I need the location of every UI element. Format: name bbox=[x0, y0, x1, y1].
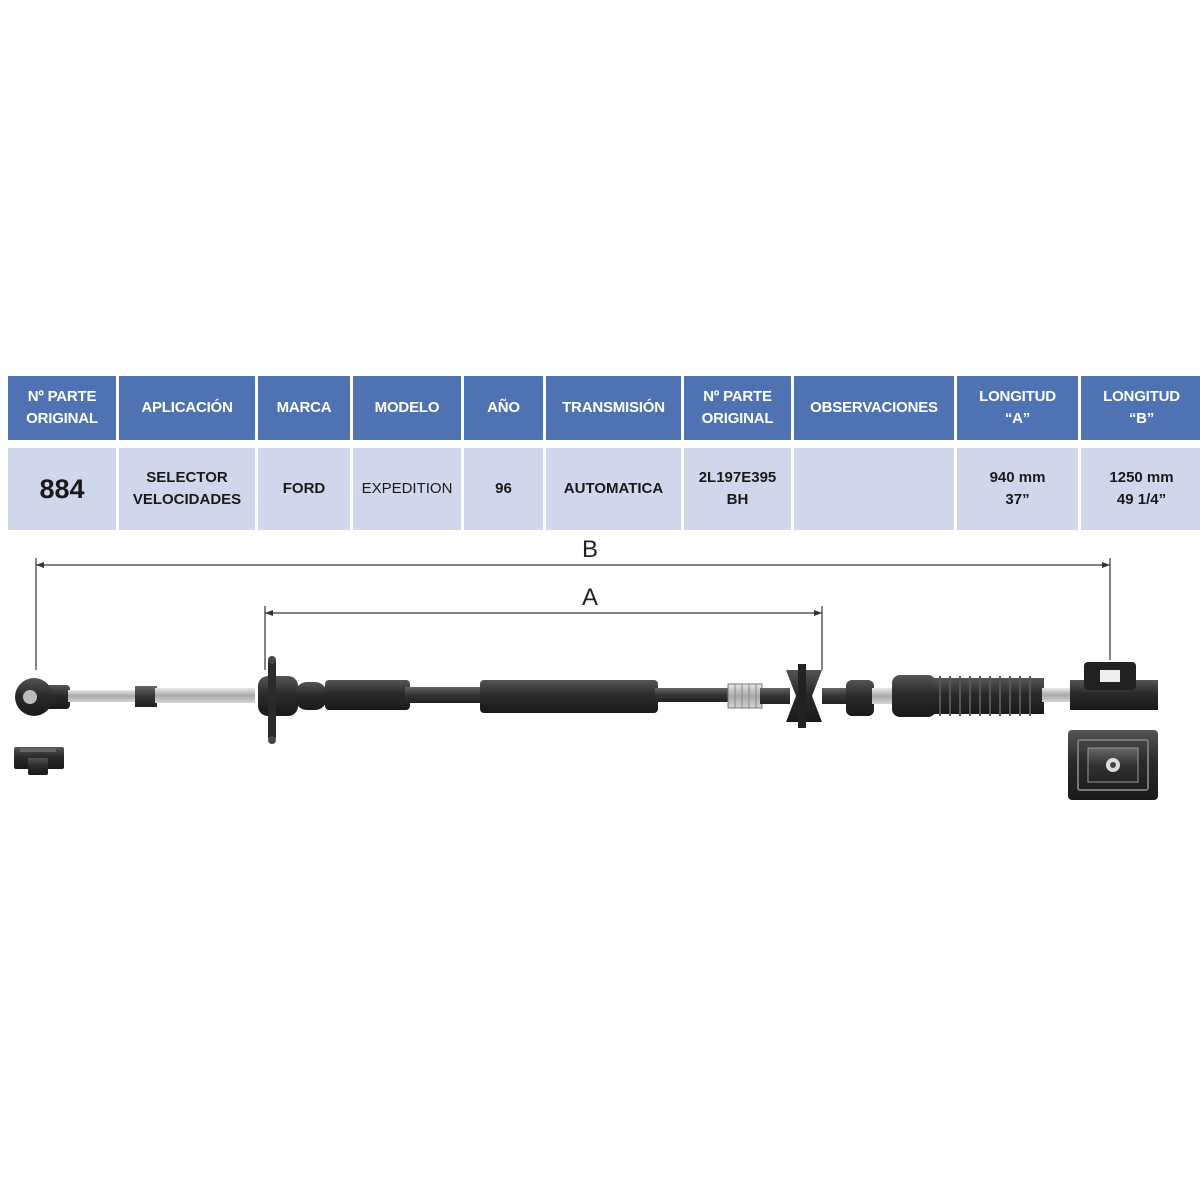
cell-brand: FORD bbox=[258, 448, 350, 530]
cable-diagram: B A bbox=[14, 536, 1158, 800]
cell-model: EXPEDITION bbox=[353, 448, 461, 530]
header-length-b: LONGITUD“B” bbox=[1081, 376, 1200, 448]
eyelet-end bbox=[15, 678, 70, 716]
collar bbox=[846, 680, 874, 716]
cell-observations bbox=[794, 448, 954, 530]
bellows-boot bbox=[892, 675, 1044, 717]
left-rod bbox=[68, 690, 138, 702]
conduit-sleeve-left bbox=[325, 680, 410, 710]
bulkhead-clip-right bbox=[786, 664, 822, 728]
cable-assembly bbox=[15, 656, 1158, 744]
cell-transmission: AUTOMATICA bbox=[546, 448, 681, 530]
header-transmission: TRANSMISIÓN bbox=[546, 376, 681, 448]
header-observations: OBSERVACIONES bbox=[794, 376, 954, 448]
dimension-a-label: A bbox=[582, 584, 598, 611]
cell-year: 96 bbox=[464, 448, 543, 530]
cell-part-number: 884 bbox=[8, 448, 116, 530]
dimension-b-label: B bbox=[582, 536, 598, 563]
clip-detail bbox=[14, 747, 64, 775]
header-brand: MARCA bbox=[258, 376, 350, 448]
conduit-sleeve-mid bbox=[480, 680, 658, 713]
header-length-a: LONGITUD“A” bbox=[957, 376, 1078, 448]
dimension-a: A bbox=[264, 584, 823, 670]
bulkhead-fitting-left bbox=[258, 656, 327, 744]
header-model: MODELO bbox=[353, 376, 461, 448]
header-year: AÑO bbox=[464, 376, 543, 448]
dimension-b: B bbox=[35, 536, 1111, 670]
threaded-fitting bbox=[727, 683, 790, 709]
right-end-fitting bbox=[1070, 662, 1158, 710]
end-fitting-detail bbox=[1068, 730, 1158, 800]
header-application: APLICACIÓN bbox=[119, 376, 255, 448]
